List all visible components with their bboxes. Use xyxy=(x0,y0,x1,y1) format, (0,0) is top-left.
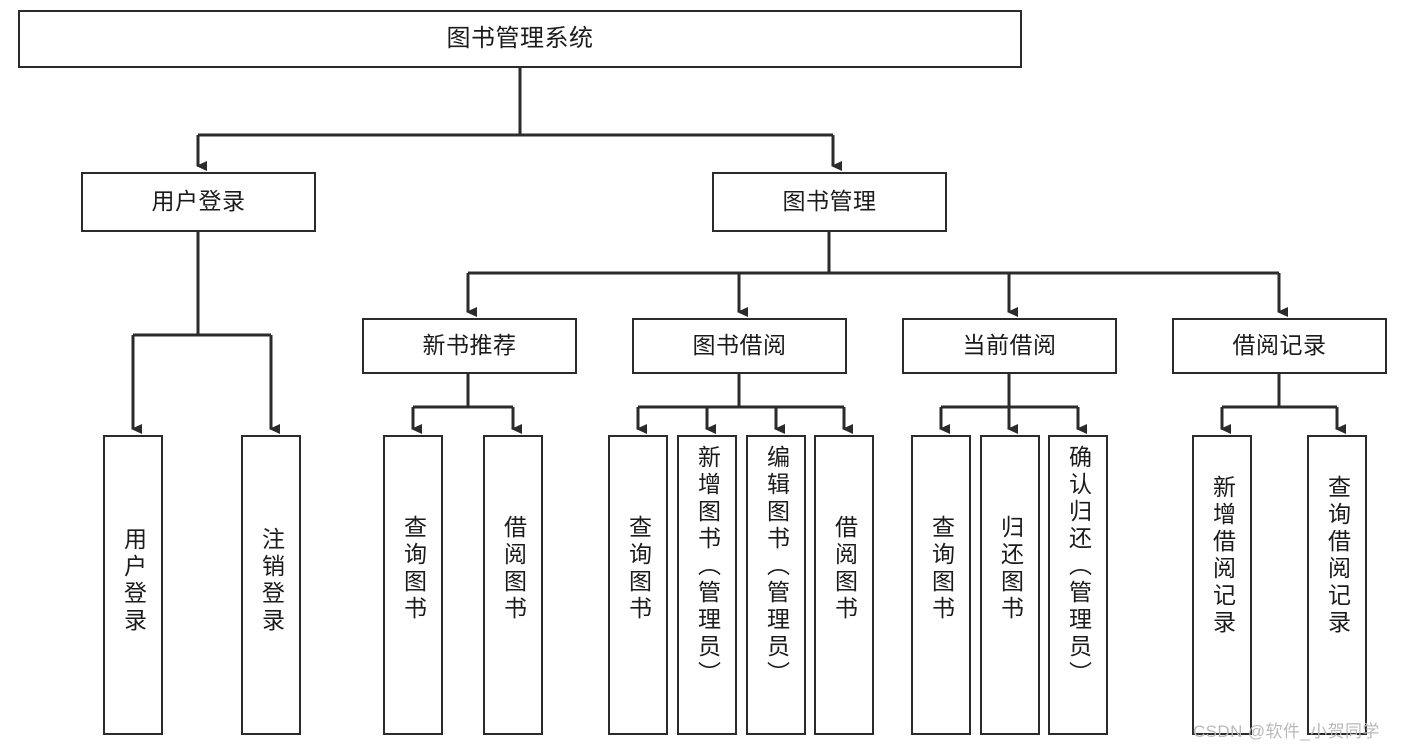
leaf-user-login-logout[interactable]: 注销登录 xyxy=(241,435,301,735)
node-label: 查询借阅记录 xyxy=(1324,475,1351,637)
leaf-new-book-query[interactable]: 查询图书 xyxy=(383,435,443,735)
node-label: 图书管理 xyxy=(782,188,877,215)
node-label: 编辑图书（管理员） xyxy=(763,445,790,688)
node-label: 查询图书 xyxy=(625,515,652,623)
node-label: 用户登录 xyxy=(151,188,246,215)
node-label: 新书推荐 xyxy=(422,332,517,359)
leaf-book-borrow-borrow[interactable]: 借阅图书 xyxy=(814,435,874,735)
node-label: 确认归还（管理员） xyxy=(1065,445,1092,688)
node-current-borrow[interactable]: 当前借阅 xyxy=(902,318,1117,374)
leaf-user-login-login[interactable]: 用户登录 xyxy=(103,435,163,735)
leaf-new-book-borrow[interactable]: 借阅图书 xyxy=(483,435,543,735)
leaf-current-borrow-query[interactable]: 查询图书 xyxy=(911,435,971,735)
leaf-book-borrow-add[interactable]: 新增图书（管理员） xyxy=(677,435,737,735)
node-book-borrow[interactable]: 图书借阅 xyxy=(632,318,847,374)
leaf-borrow-record-query[interactable]: 查询借阅记录 xyxy=(1307,435,1367,735)
leaf-book-borrow-query[interactable]: 查询图书 xyxy=(608,435,668,735)
node-label: 查询图书 xyxy=(928,515,955,623)
node-label: 借阅图书 xyxy=(831,515,858,623)
node-label: 查询图书 xyxy=(400,515,427,623)
node-label: 图书管理系统 xyxy=(446,24,594,52)
leaf-current-borrow-return[interactable]: 归还图书 xyxy=(980,435,1040,735)
node-borrow-record[interactable]: 借阅记录 xyxy=(1172,318,1387,374)
node-book-management[interactable]: 图书管理 xyxy=(712,172,947,232)
node-label: 借阅图书 xyxy=(500,515,527,623)
leaf-current-borrow-confirm-return[interactable]: 确认归还（管理员） xyxy=(1048,435,1108,735)
node-new-book-recommend[interactable]: 新书推荐 xyxy=(362,318,577,374)
node-label: 归还图书 xyxy=(997,515,1024,623)
node-label: 新增借阅记录 xyxy=(1209,475,1236,637)
node-label: 注销登录 xyxy=(258,527,285,635)
node-label: 新增图书（管理员） xyxy=(694,445,721,688)
leaf-book-borrow-edit[interactable]: 编辑图书（管理员） xyxy=(746,435,806,735)
leaf-borrow-record-add[interactable]: 新增借阅记录 xyxy=(1192,435,1252,735)
node-label: 图书借阅 xyxy=(692,332,787,359)
node-book-management-system[interactable]: 图书管理系统 xyxy=(18,10,1022,68)
node-user-login[interactable]: 用户登录 xyxy=(81,172,316,232)
node-label: 借阅记录 xyxy=(1232,332,1327,359)
csdn-watermark: CSDN @软件_小贺同学 xyxy=(1193,722,1380,741)
node-label: 用户登录 xyxy=(120,527,147,635)
node-label: 当前借阅 xyxy=(962,332,1057,359)
